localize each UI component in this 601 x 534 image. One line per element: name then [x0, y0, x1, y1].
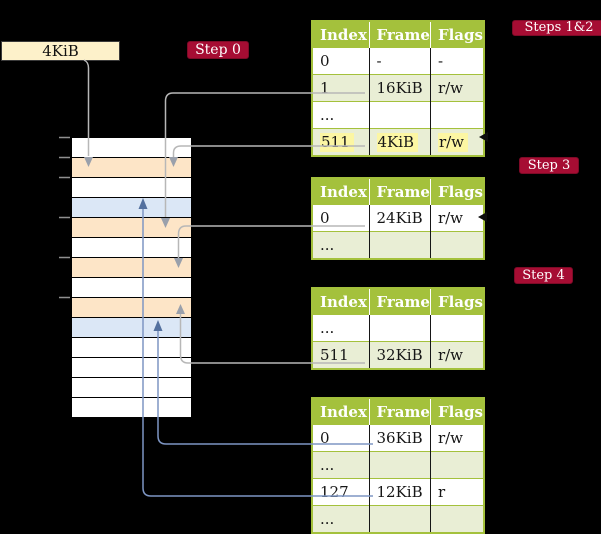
cell-frame: - — [368, 47, 431, 75]
col-header-flags: Flags — [429, 288, 484, 315]
table-row: 0 24KiB r/w — [312, 204, 484, 232]
memory-frame-row-white — [72, 358, 191, 378]
memory-frame-row-white — [72, 278, 191, 298]
badge-step-3: Step 3 — [519, 157, 579, 174]
memory-frame-row-white — [72, 338, 191, 358]
cell-flags: r/w — [429, 204, 484, 232]
memory-frame-row-blue — [72, 198, 191, 218]
cell-flags — [429, 314, 484, 342]
col-header-flags: Flags — [429, 178, 484, 205]
table-row: 0 - - — [312, 47, 484, 75]
cell-flags: r/w — [429, 341, 484, 369]
col-header-index: Index — [312, 398, 369, 425]
page-table-steps-1-2: Index Frame Flags 0 - - 1 16KiB r/w ... … — [311, 20, 485, 157]
cell-flags: - — [429, 47, 484, 75]
table-header-row: Index Frame Flags — [312, 288, 484, 315]
table-row: 1 16KiB r/w — [312, 74, 484, 102]
cell-index: 0 — [312, 204, 369, 232]
cell-index: ... — [312, 101, 369, 129]
cell-flags — [429, 231, 484, 259]
highlight: 511 — [320, 133, 354, 152]
cell-frame — [368, 314, 431, 342]
cell-flags: r/w — [429, 128, 484, 156]
table-row: 0 36KiB r/w — [312, 424, 484, 452]
table-row: ... — [312, 505, 484, 533]
cell-frame: 16KiB — [368, 74, 431, 102]
cell-frame: 12KiB — [368, 478, 431, 506]
col-header-frame: Frame — [368, 398, 431, 425]
badge-step-0: Step 0 — [187, 41, 249, 59]
page-table-step-4b: Index Frame Flags 0 36KiB r/w ... 127 12… — [311, 397, 485, 534]
table-row: 511 32KiB r/w — [312, 341, 484, 369]
col-header-frame: Frame — [368, 178, 431, 205]
cell-flags: r — [429, 478, 484, 506]
highlight: 4KiB — [376, 133, 419, 152]
memory-stack — [71, 137, 192, 418]
cell-index: 511 — [312, 128, 369, 156]
cell-frame — [368, 505, 431, 533]
memory-frame-row-white — [72, 378, 191, 398]
memory-frame-row-white — [72, 398, 191, 418]
memory-frame-row-white — [72, 138, 191, 158]
page-table-step-3: Index Frame Flags 0 24KiB r/w ... — [311, 177, 485, 260]
col-header-frame: Frame — [368, 21, 431, 48]
col-header-index: Index — [312, 21, 369, 48]
table-header-row: Index Frame Flags — [312, 178, 484, 205]
cell-flags: r/w — [429, 424, 484, 452]
cell-frame: 36KiB — [368, 424, 431, 452]
cell-frame — [368, 231, 431, 259]
table-header-row: Index Frame Flags — [312, 21, 484, 48]
col-header-frame: Frame — [368, 288, 431, 315]
table-header-row: Index Frame Flags — [312, 398, 484, 425]
memory-tick-marks — [59, 136, 70, 299]
cell-index: ... — [312, 231, 369, 259]
cell-index: 0 — [312, 47, 369, 75]
cell-flags: r/w — [429, 74, 484, 102]
cell-index: 127 — [312, 478, 369, 506]
cell-frame: 24KiB — [368, 204, 431, 232]
memory-frame-row-white — [72, 178, 191, 198]
cell-flags — [429, 505, 484, 533]
cell-index: 1 — [312, 74, 369, 102]
table-row: ... — [312, 451, 484, 479]
table-row: 127 12KiB r — [312, 478, 484, 506]
highlight: r/w — [437, 133, 469, 152]
memory-frame-row-blue — [72, 318, 191, 338]
cell-frame: 4KiB — [368, 128, 431, 156]
memory-frame-row-white — [72, 238, 191, 258]
root-pointer-label: 4KiB — [42, 42, 79, 60]
col-header-flags: Flags — [429, 21, 484, 48]
badge-steps-1-2: Steps 1&2 — [512, 20, 601, 36]
memory-frame-row-peach — [72, 258, 191, 278]
col-header-flags: Flags — [429, 398, 484, 425]
col-header-index: Index — [312, 288, 369, 315]
cell-frame: 32KiB — [368, 341, 431, 369]
memory-frame-row-peach — [72, 218, 191, 238]
cell-index: 0 — [312, 424, 369, 452]
table-row-highlighted: 511 4KiB r/w — [312, 128, 484, 156]
memory-frame-row-peach — [72, 298, 191, 318]
col-header-index: Index — [312, 178, 369, 205]
cell-index: ... — [312, 314, 369, 342]
cell-frame — [368, 451, 431, 479]
page-table-step-4a: Index Frame Flags ... 511 32KiB r/w — [311, 287, 485, 370]
table-row: ... — [312, 314, 484, 342]
cell-index: ... — [312, 451, 369, 479]
table-row: ... — [312, 231, 484, 259]
table-row: ... — [312, 101, 484, 129]
root-pointer-box: 4KiB — [1, 41, 120, 61]
cell-index: ... — [312, 505, 369, 533]
memory-frame-row-peach — [72, 158, 191, 178]
cell-flags — [429, 101, 484, 129]
badge-step-4: Step 4 — [514, 267, 573, 284]
cell-frame — [368, 101, 431, 129]
cell-flags — [429, 451, 484, 479]
cell-index: 511 — [312, 341, 369, 369]
